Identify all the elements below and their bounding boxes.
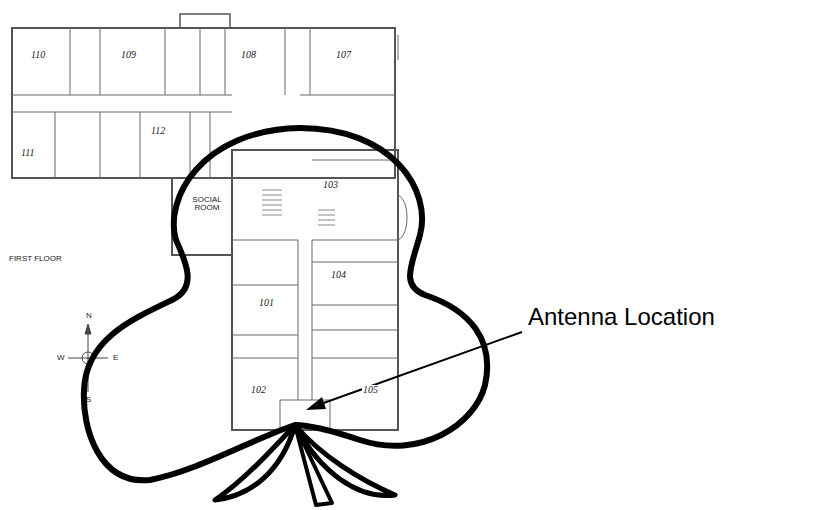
room-number: 102 — [250, 385, 267, 396]
room-number: 103 — [322, 180, 339, 191]
compass-letter: W — [56, 354, 66, 362]
room-number: 110 — [30, 50, 46, 61]
room-number: 112 — [150, 126, 166, 137]
room-number: 104 — [330, 270, 347, 281]
compass-letter: E — [112, 354, 119, 362]
room-number: 105 — [362, 385, 379, 396]
compass-letter: S — [85, 396, 92, 404]
room-number: 101 — [258, 298, 275, 309]
room-number: 108 — [240, 50, 257, 61]
floor-label: FIRST FLOOR — [8, 255, 63, 263]
compass-letter: N — [85, 312, 93, 320]
room-number: 107 — [335, 50, 352, 61]
room-name: SOCIAL ROOM — [186, 196, 228, 213]
room-number: 111 — [20, 148, 36, 159]
room-number: 109 — [120, 50, 137, 61]
callout-label: Antenna Location — [527, 304, 716, 329]
